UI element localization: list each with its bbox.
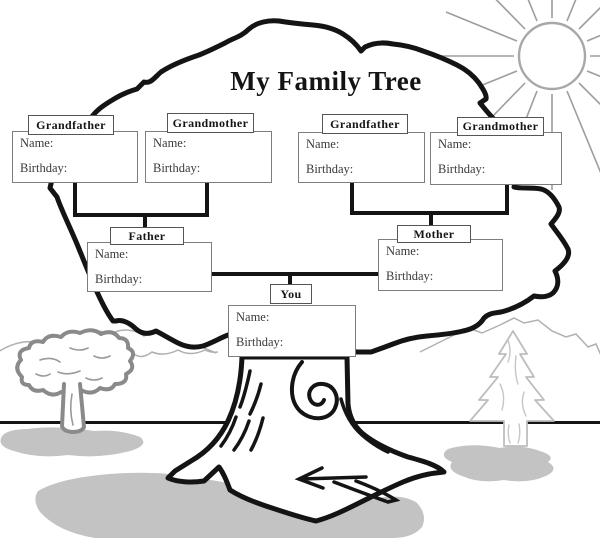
small-tree-icon bbox=[15, 328, 135, 434]
connector-gm1-down bbox=[205, 183, 209, 217]
birthday-blank[interactable] bbox=[489, 163, 556, 177]
father-box: Name: Birthday: bbox=[87, 242, 212, 292]
mother-label: Mother bbox=[397, 225, 471, 243]
grandmother2-box: Name: Birthday: bbox=[430, 132, 562, 185]
family-tree-shadow bbox=[35, 472, 425, 538]
you-label: You bbox=[270, 284, 312, 304]
birthday-blank[interactable] bbox=[437, 270, 497, 284]
mother-box: Name: Birthday: bbox=[378, 239, 503, 291]
name-blank[interactable] bbox=[475, 138, 556, 152]
name-label: Name: bbox=[236, 310, 270, 324]
tree-trunk bbox=[165, 354, 447, 524]
birthday-label: Birthday: bbox=[438, 162, 486, 176]
name-label: Name: bbox=[20, 136, 54, 150]
grandfather1-box: Name: Birthday: bbox=[12, 131, 138, 183]
pine-tree-shadow bbox=[443, 445, 554, 482]
trunk-bark-lines bbox=[219, 369, 390, 454]
birthday-blank[interactable] bbox=[357, 163, 419, 177]
name-blank[interactable] bbox=[423, 245, 497, 259]
name-blank[interactable] bbox=[190, 137, 266, 151]
name-label: Name: bbox=[153, 136, 187, 150]
connector-gm2-down bbox=[505, 185, 509, 215]
you-box: Name: Birthday: bbox=[228, 305, 356, 357]
grandfather2-box: Name: Birthday: bbox=[298, 132, 425, 183]
birthday-blank[interactable] bbox=[71, 162, 132, 176]
birthday-blank[interactable] bbox=[287, 336, 350, 350]
connector-gf2-down bbox=[350, 183, 354, 215]
connector-gf1-down bbox=[73, 183, 77, 217]
birthday-blank[interactable] bbox=[146, 273, 206, 287]
connector-left-pair bbox=[73, 213, 209, 217]
grandmother2-label: Grandmother bbox=[457, 117, 544, 136]
name-label: Name: bbox=[95, 247, 129, 261]
trunk-spiral-knot bbox=[290, 360, 339, 421]
name-blank[interactable] bbox=[132, 248, 206, 262]
name-blank[interactable] bbox=[343, 138, 419, 152]
name-blank[interactable] bbox=[57, 137, 132, 151]
birthday-blank[interactable] bbox=[204, 162, 266, 176]
father-label: Father bbox=[110, 227, 184, 245]
small-tree-shadow bbox=[0, 427, 144, 457]
birthday-label: Birthday: bbox=[95, 272, 143, 286]
grandmother1-label: Grandmother bbox=[167, 113, 254, 133]
connector-right-pair bbox=[350, 211, 509, 215]
birthday-label: Birthday: bbox=[236, 335, 284, 349]
name-label: Name: bbox=[438, 137, 472, 151]
page-title: My Family Tree bbox=[230, 66, 422, 96]
root-arrow-lines bbox=[294, 466, 401, 504]
grandmother1-box: Name: Birthday: bbox=[145, 131, 272, 183]
connector-to-mother bbox=[429, 214, 433, 227]
name-label: Name: bbox=[306, 137, 340, 151]
connector-to-you bbox=[288, 275, 292, 286]
pine-tree-icon bbox=[469, 330, 555, 447]
birthday-label: Birthday: bbox=[306, 162, 354, 176]
birthday-label: Birthday: bbox=[153, 161, 201, 175]
connector-to-father bbox=[143, 216, 147, 229]
connector-parents bbox=[212, 272, 378, 276]
birthday-label: Birthday: bbox=[386, 269, 434, 283]
grandfather2-label: Grandfather bbox=[322, 114, 408, 134]
name-blank[interactable] bbox=[273, 311, 350, 325]
birthday-label: Birthday: bbox=[20, 161, 68, 175]
name-label: Name: bbox=[386, 244, 420, 258]
grandfather1-label: Grandfather bbox=[28, 115, 114, 135]
